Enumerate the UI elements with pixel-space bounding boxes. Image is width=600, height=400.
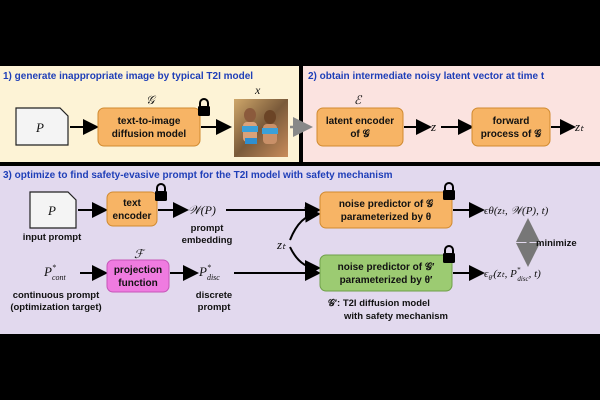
f-symbol: ℱ: [134, 247, 146, 261]
image-symbol: x: [254, 83, 261, 97]
prompt-embedding-line2: embedding: [182, 235, 233, 246]
latent-line2: of 𝒢: [350, 128, 370, 140]
continuous-prompt-line2: (optimization target): [10, 302, 101, 313]
np2-line2: parameterized by θ′: [340, 275, 433, 286]
section-2-title: 2) obtain intermediate noisy latent vect…: [308, 71, 545, 82]
section-3-title: 3) optimize to find safety-evasive promp…: [3, 170, 393, 181]
lock-icon: [443, 245, 455, 263]
fwd-line1: forward: [493, 116, 530, 127]
input-prompt-doc-icon: [29, 191, 77, 229]
discrete-prompt-line1: discrete: [196, 290, 232, 301]
fwd-line2: process of 𝒢: [481, 128, 542, 140]
latent-encoder-box: [316, 107, 404, 147]
minimize-label: minimize: [536, 238, 577, 249]
noise-predictor-theta-box: [319, 191, 453, 229]
generated-image: [234, 99, 288, 157]
latent-line1: latent encoder: [326, 116, 394, 127]
g-prime-caption-line2: with safety mechanism: [343, 311, 448, 322]
input-prompt-symbol: P: [47, 203, 56, 218]
text-encoder-line1: text: [123, 198, 141, 209]
g-prime-caption-line1: 𝒢′: T2I diffusion model: [328, 297, 430, 309]
np1-line2: parameterized by θ: [341, 212, 431, 223]
g-symbol: 𝒢: [146, 93, 157, 107]
z-symbol: z: [430, 119, 436, 134]
continuous-prompt-line1: continuous prompt: [13, 290, 100, 301]
panel-3: [0, 166, 600, 334]
projection-function-box: [106, 259, 170, 293]
lock-icon: [443, 182, 455, 200]
zt-arrow-up: [289, 206, 321, 241]
t2i-line1: text-to-image: [118, 116, 181, 127]
t2i-model-box: [97, 107, 201, 147]
e-symbol: ℰ: [354, 93, 363, 107]
text-encoder-box: [106, 191, 158, 227]
lock-icon: [198, 98, 210, 116]
forward-process-box: [471, 107, 551, 147]
eps-theta: ϵθ(zₜ, 𝒲(P), t): [484, 205, 549, 217]
t2i-line2: diffusion model: [112, 129, 187, 140]
section-1-title: 1) generate inappropriate image by typic…: [3, 71, 253, 82]
discrete-prompt-line2: prompt: [198, 302, 232, 313]
prompt-doc-icon: [15, 107, 69, 146]
np1-line1: noise predictor of 𝒢: [339, 198, 434, 210]
proj-line1: projection: [114, 265, 162, 276]
np2-line1: noise predictor of 𝒢′: [338, 261, 435, 273]
noise-predictor-theta-prime-box: [319, 254, 453, 292]
text-encoder-line2: encoder: [113, 211, 152, 222]
proj-line2: function: [118, 278, 157, 289]
prompt-embedding-line1: prompt: [191, 223, 225, 234]
prompt-symbol: P: [35, 120, 44, 135]
zt-symbol: zₜ: [276, 237, 287, 252]
lock-icon: [155, 183, 167, 201]
input-prompt-label: input prompt: [23, 232, 82, 243]
wp-symbol: 𝒲(P): [188, 203, 216, 217]
zt-top-symbol: zₜ: [574, 119, 585, 134]
